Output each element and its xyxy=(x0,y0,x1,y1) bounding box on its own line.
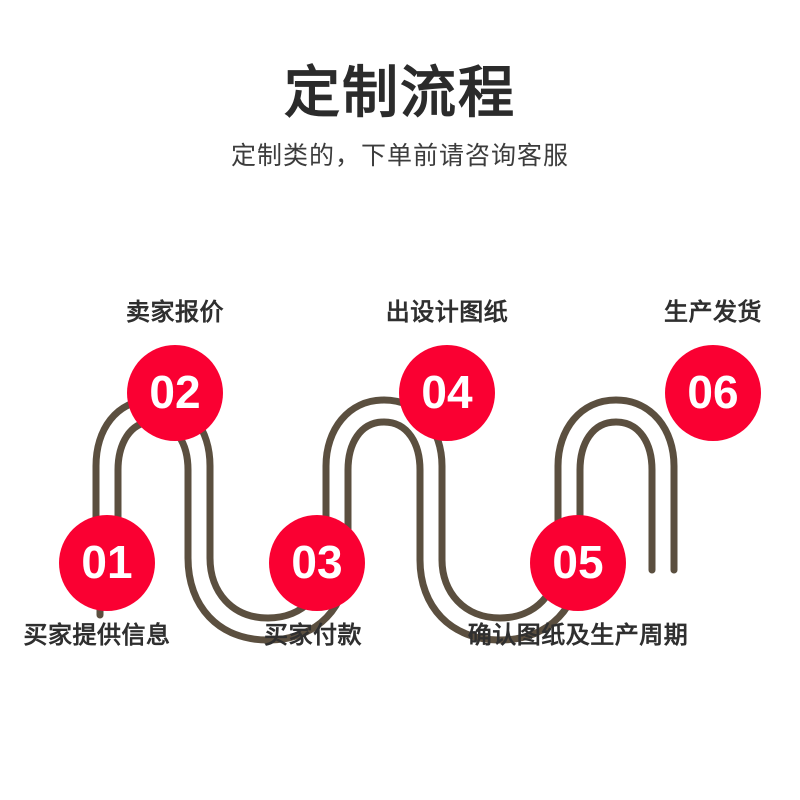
step-number-04: 04 xyxy=(421,366,473,418)
step-number-05: 05 xyxy=(552,536,604,588)
step-label-05: 确认图纸及生产周期 xyxy=(467,622,689,649)
step-label-02: 卖家报价 xyxy=(126,299,224,326)
header: 定制流程 定制类的，下单前请咨询客服 xyxy=(0,0,800,171)
step-node-06[interactable]: 06 xyxy=(665,345,761,441)
step-label-01: 买家提供信息 xyxy=(23,622,171,649)
step-node-01[interactable]: 01 xyxy=(59,515,155,611)
step-label-04: 出设计图纸 xyxy=(385,299,509,326)
page-title: 定制流程 xyxy=(284,61,516,124)
step-node-04[interactable]: 04 xyxy=(399,345,495,441)
step-label-06: 生产发货 xyxy=(664,299,762,326)
step-number-06: 06 xyxy=(687,366,739,418)
process-flow-diagram: 01 买家提供信息 02 卖家报价 03 买家付款 04 出设计图纸 05 确认… xyxy=(0,270,800,690)
step-number-02: 02 xyxy=(149,366,201,418)
step-node-02[interactable]: 02 xyxy=(127,345,223,441)
step-number-01: 01 xyxy=(81,536,133,588)
ribbon-strand-b xyxy=(114,418,656,644)
step-label-03: 买家付款 xyxy=(264,622,362,649)
step-number-03: 03 xyxy=(291,536,343,588)
step-node-03[interactable]: 03 xyxy=(269,515,365,611)
step-node-05[interactable]: 05 xyxy=(530,515,626,611)
page-subtitle: 定制类的，下单前请咨询客服 xyxy=(230,141,569,170)
